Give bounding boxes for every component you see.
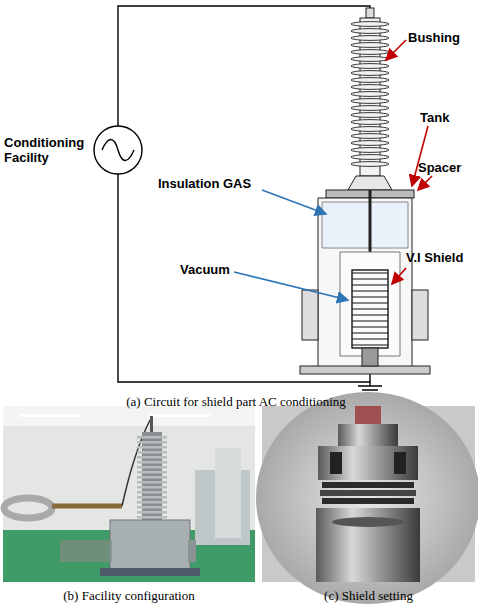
subfigure-caption: (c) Shield setting xyxy=(262,588,475,603)
pointer-arrow xyxy=(234,40,432,300)
sine-symbol xyxy=(102,140,134,161)
tank-drawing xyxy=(300,190,430,374)
part-label: V.I Shield xyxy=(406,250,463,265)
source-label: Conditioning Facility xyxy=(4,135,90,165)
region-label: Vacuum xyxy=(180,262,230,277)
subfigure-caption: (b) Facility configuration xyxy=(3,588,255,603)
part-label: Bushing xyxy=(408,30,460,45)
facility-photo xyxy=(3,406,255,582)
bushing-drawing xyxy=(348,8,392,190)
subfigure-caption: (a) Circuit for shield part AC condition… xyxy=(0,394,475,409)
region-label: Insulation GAS xyxy=(158,176,251,191)
part-label: Tank xyxy=(420,110,449,125)
part-label: Spacer xyxy=(418,160,461,175)
ac-source xyxy=(94,126,142,174)
shield-photo xyxy=(256,392,478,604)
